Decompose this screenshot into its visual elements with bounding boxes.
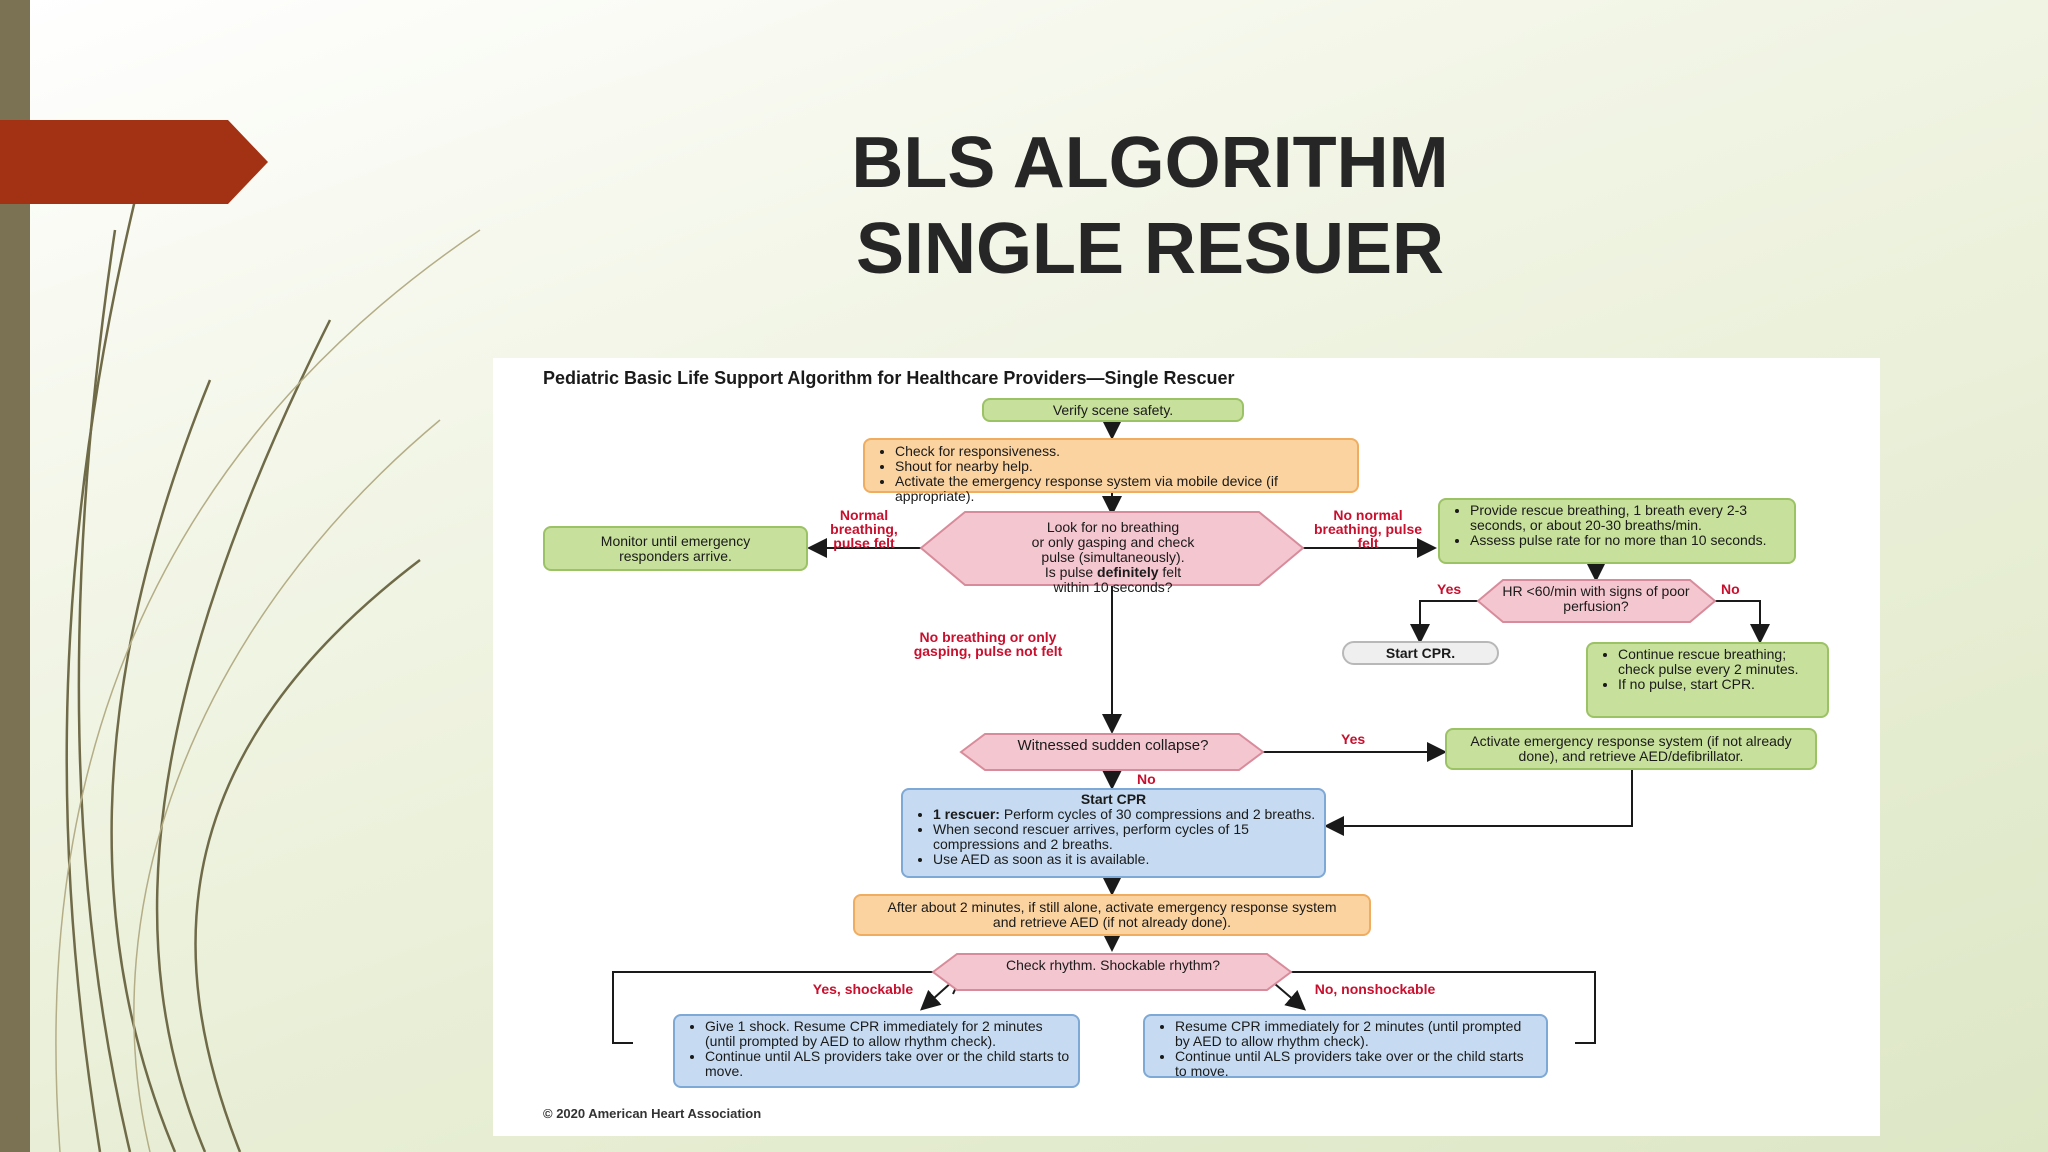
nonshock-item: Resume CPR immediately for 2 minutes (un… [1175, 1019, 1538, 1049]
diagram-title: Pediatric Basic Life Support Algorithm f… [543, 368, 1235, 388]
continue-item: If no pulse, start CPR. [1618, 677, 1819, 692]
nonshock-box: Resume CPR immediately for 2 minutes (un… [1143, 1014, 1548, 1079]
hr-decision-text: HR <60/min with signs of poor perfusion? [1502, 583, 1690, 614]
start-cpr-item: When second rescuer arrives, perform cyc… [933, 822, 1316, 852]
activate-emergency-box: Activate emergency response system (if n… [1445, 728, 1817, 770]
start-cpr-item: Use AED as soon as it is available. [933, 852, 1316, 867]
witnessed-decision-text: Witnessed sudden collapse? [1017, 737, 1209, 754]
check-item: Shout for nearby help. [895, 459, 1349, 474]
label-no-witnessed: No [1137, 771, 1156, 787]
start-cpr-small-box: Start CPR. [1342, 641, 1499, 665]
start-cpr-box: Start CPR 1 rescuer: Perform cycles of 3… [901, 788, 1326, 878]
shock-box: Give 1 shock. Resume CPR immediately for… [673, 1014, 1080, 1088]
slide-title-line2: SINGLE RESUER [855, 209, 1445, 289]
flowchart-connectors [612, 410, 1770, 1044]
verify-scene-box: Verify scene safety. [982, 398, 1244, 422]
copyright-text: © 2020 American Heart Association [543, 1106, 762, 1121]
slide-title-line1: BLS ALGORITHM [851, 123, 1449, 203]
label-shockable: Yes, shockable [812, 981, 914, 997]
shock-item: Continue until ALS providers take over o… [705, 1049, 1070, 1079]
check-item: Check for responsiveness. [895, 444, 1349, 459]
label-no-breathing: No breathing or only gasping, pulse not … [913, 629, 1063, 659]
check-responsiveness-box: Check for responsiveness. Shout for near… [863, 438, 1359, 504]
nonshock-item: Continue until ALS providers take over o… [1175, 1049, 1538, 1079]
continue-item: Continue rescue breathing; check pulse e… [1618, 647, 1819, 677]
rescue-breathing-box: Provide rescue breathing, 1 breath every… [1438, 498, 1796, 564]
monitor-box: Monitor until emergency responders arriv… [543, 526, 808, 571]
look-decision-text: Look for no breathing or only gasping an… [1031, 519, 1195, 595]
start-cpr-title: Start CPR [1080, 791, 1147, 807]
rescue-item: Provide rescue breathing, 1 breath every… [1470, 503, 1786, 533]
rescue-item: Assess pulse rate for no more than 10 se… [1470, 533, 1786, 548]
bls-flowchart: Pediatric Basic Life Support Algorithm f… [493, 358, 1880, 1136]
red-arrow-tab [0, 120, 268, 204]
check-item: Activate the emergency response system v… [895, 474, 1349, 504]
label-no-normal-breathing: No normal breathing, pulse felt [1313, 507, 1423, 551]
continue-rescue-box: Continue rescue breathing; check pulse e… [1586, 642, 1829, 718]
label-yes-hr: Yes [1437, 581, 1462, 597]
label-no-hr: No [1721, 581, 1740, 597]
label-nonshockable: No, nonshockable [1314, 981, 1436, 997]
label-normal-breathing: Normal breathing, pulse felt [830, 507, 898, 551]
shock-item: Give 1 shock. Resume CPR immediately for… [705, 1019, 1070, 1049]
start-cpr-item: 1 rescuer: Perform cycles of 30 compress… [933, 807, 1316, 822]
check-rhythm-text: Check rhythm. Shockable rhythm? [1006, 957, 1220, 973]
after-2-minutes-box: After about 2 minutes, if still alone, a… [853, 894, 1371, 936]
label-yes-witnessed: Yes [1341, 731, 1366, 747]
